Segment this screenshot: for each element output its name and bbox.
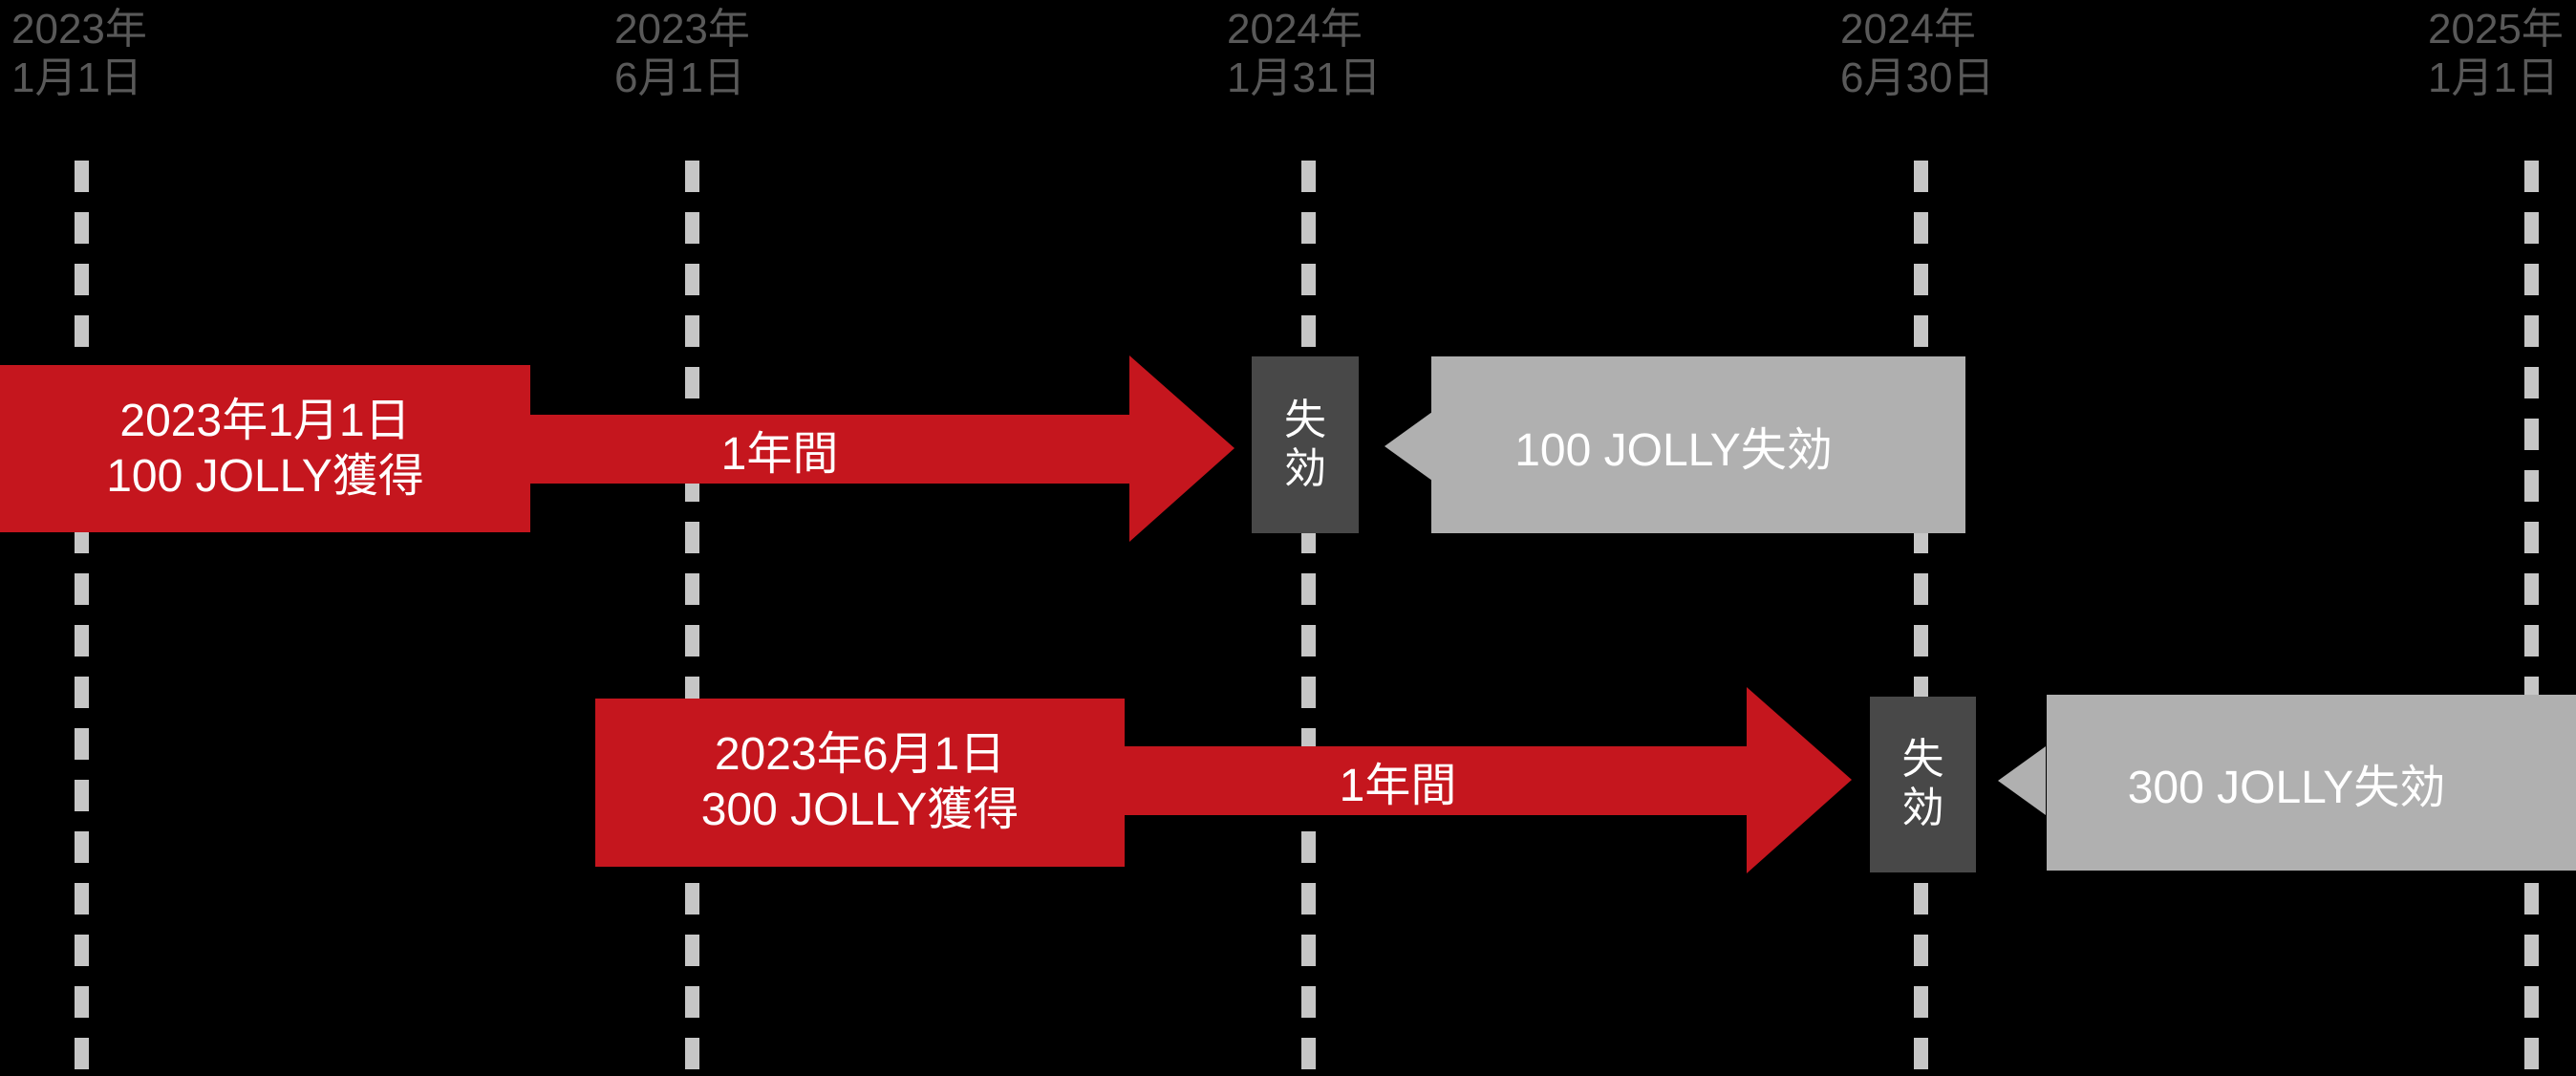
date-day: 6月1日	[614, 54, 745, 101]
duration-label-row1: 1年間	[720, 429, 839, 480]
arrow-right-icon	[1747, 687, 1852, 873]
date-day: 1月1日	[2428, 54, 2559, 101]
date-day: 1月1日	[11, 54, 142, 101]
callout-100-jolly-expire: 100 JOLLY失効	[1431, 356, 1965, 533]
date-year: 2023年	[11, 6, 147, 53]
callout-pointer-left-icon	[1385, 412, 1432, 481]
duration-arrow-shaft-row1	[530, 415, 1129, 484]
callout-300-jolly-expire: 300 JOLLY失効	[2047, 695, 2576, 871]
duration-arrow-shaft-row2	[1125, 746, 1747, 815]
grant-date-text: 2023年6月1日	[714, 729, 1006, 781]
duration-label-row2: 1年間	[1339, 761, 1457, 811]
date-year: 2023年	[614, 6, 750, 53]
timeline-dashed-line-4	[1914, 161, 1928, 1076]
timeline-dashed-line-2	[685, 161, 699, 1076]
expire-char-2: 効	[1284, 444, 1326, 492]
expire-char-2: 効	[1901, 785, 1944, 831]
date-year: 2025年	[2428, 6, 2564, 53]
callout-pointer-left-icon	[1998, 746, 2046, 815]
expire-box-row2: 失 効	[1870, 697, 1976, 872]
date-day: 6月30日	[1840, 54, 1995, 101]
timeline-dashed-line-1	[75, 161, 89, 1076]
callout-label: 300 JOLLY失効	[2127, 763, 2446, 813]
expire-box-row1: 失 効	[1252, 356, 1359, 533]
date-label-2023-06-01: 2023年 6月1日	[614, 6, 750, 102]
grant-amount-text: 300 JOLLY獲得	[700, 785, 1020, 835]
expire-char-1: 失	[1901, 736, 1944, 784]
expire-char-1: 失	[1284, 396, 1326, 443]
timeline-dashed-line-5	[2524, 161, 2539, 1076]
date-year: 2024年	[1840, 6, 1976, 53]
arrow-right-icon	[1129, 355, 1234, 542]
date-label-2023-01-01: 2023年 1月1日	[11, 6, 147, 102]
grant-date-text: 2023年1月1日	[119, 395, 411, 446]
callout-label: 100 JOLLY失効	[1514, 424, 1833, 476]
date-day: 1月31日	[1227, 54, 1382, 101]
date-year: 2024年	[1227, 6, 1363, 53]
grant-box-100-jolly: 2023年1月1日 100 JOLLY獲得	[0, 365, 530, 532]
date-label-2025-01-01: 2025年 1月1日	[2428, 6, 2564, 102]
date-label-2024-01-31: 2024年 1月31日	[1227, 6, 1381, 102]
grant-box-300-jolly: 2023年6月1日 300 JOLLY獲得	[595, 699, 1125, 867]
grant-amount-text: 100 JOLLY獲得	[106, 450, 424, 502]
timeline-dashed-line-3	[1301, 161, 1316, 1076]
date-label-2024-06-30: 2024年 6月30日	[1840, 6, 1994, 102]
